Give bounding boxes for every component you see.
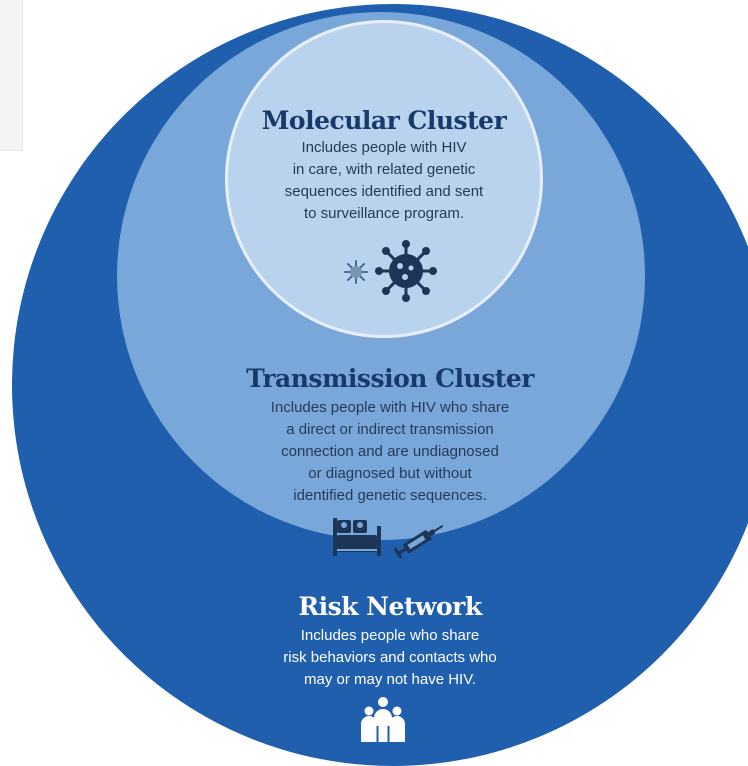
bed-couple-icon	[333, 518, 381, 556]
transmission-cluster-title: Transmission Cluster	[246, 364, 534, 393]
molecular-cluster-circle	[225, 20, 543, 338]
risk-network-title: Risk Network	[298, 592, 482, 621]
risk-desc-line: Includes people who share	[300, 627, 480, 644]
syringe-icon	[393, 524, 444, 558]
risk-desc-line: risk behaviors and contacts who	[283, 649, 497, 666]
transmission-cluster-block: Transmission Cluster Includes people wit…	[200, 364, 580, 507]
risk-network-description: Includes people who share risk behaviors…	[230, 625, 550, 691]
risk-desc-line: may or may not have HIV.	[303, 671, 477, 688]
virus-small-icon	[344, 260, 368, 284]
transmission-desc-line: identified genetic sequences.	[293, 487, 487, 504]
transmission-desc-line: a direct or indirect transmission	[286, 421, 494, 438]
virus-large-icon	[375, 240, 437, 302]
molecular-desc-line: sequences identified and sent	[284, 183, 484, 200]
molecular-cluster-description: Includes people with HIV in care, with r…	[234, 137, 534, 225]
transmission-cluster-description: Includes people with HIV who share a dir…	[200, 397, 580, 507]
transmission-desc-line: or diagnosed but without	[308, 465, 472, 482]
transmission-desc-line: Includes people with HIV who share	[270, 399, 510, 416]
people-group-icon	[361, 697, 405, 742]
molecular-desc-line: in care, with related genetic	[292, 161, 476, 178]
molecular-cluster-title: Molecular Cluster	[261, 106, 507, 135]
molecular-desc-line: to surveillance program.	[303, 205, 465, 222]
molecular-cluster-block: Molecular Cluster Includes people with H…	[234, 106, 534, 225]
molecular-desc-line: Includes people with HIV	[301, 139, 467, 156]
transmission-desc-line: connection and are undiagnosed	[281, 443, 499, 460]
corner-panel	[0, 0, 23, 151]
risk-network-block: Risk Network Includes people who share r…	[230, 592, 550, 691]
